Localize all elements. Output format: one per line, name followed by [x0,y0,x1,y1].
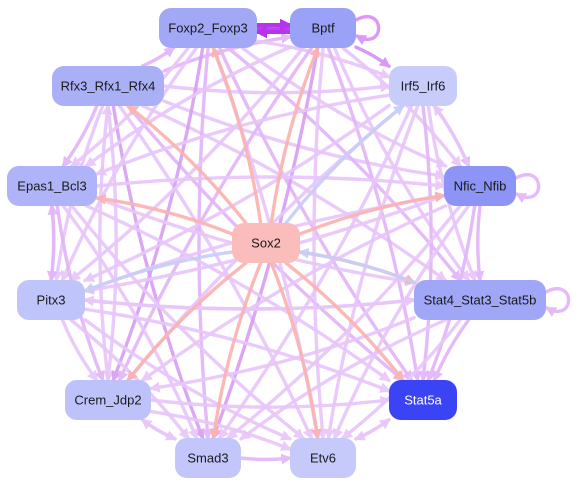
node-etv6[interactable]: Etv6 [290,438,356,478]
node-label-rfx3: Rfx3_Rfx1_Rfx4 [61,79,156,94]
edge-nfic-to-etv6 [332,204,471,441]
node-box-foxp2 [159,8,257,48]
edge-foxp2-to-pitx3 [60,46,199,283]
edge-foxp2-to-nfic [240,46,448,168]
node-label-nfic: Nfic_Nfib [454,179,507,194]
edge-stat5a-to-etv6 [354,418,391,441]
edge-irf5-to-pitx3 [83,103,391,283]
edge-rfx3-to-epas1 [61,104,99,168]
node-rfx3[interactable]: Rfx3_Rfx1_Rfx4 [52,66,164,106]
edge-sox2-to-stat5a [284,261,405,382]
edge-crem-to-rfx3 [98,103,113,382]
node-label-etv6: Etv6 [310,451,336,466]
edge-smad3-to-etv6 [239,453,293,465]
edge-sox2-to-irf5 [284,104,405,225]
node-sox2[interactable]: Sox2 [232,223,300,263]
edge-crem-to-etv6 [149,409,293,451]
edge-rfx3-to-etv6 [117,104,314,440]
edge-nfic-to-stat4 [473,204,485,283]
node-smad3[interactable]: Smad3 [175,438,241,478]
edge-pitx3-to-epas1 [47,203,59,282]
edge-sox2-to-foxp2 [211,45,263,225]
node-label-foxp2: Foxp2_Foxp3 [168,21,248,36]
edge-foxp2-to-smad3 [197,46,213,441]
edge-rfx3-to-foxp2 [140,46,176,68]
edge-stat4-to-sox2 [297,247,416,285]
edge-crem-to-stat5a [149,395,392,409]
node-box-irf5 [389,66,457,106]
node-box-sox2 [232,223,300,263]
edge-epas1-to-nfic [95,175,447,191]
node-label-stat4: Stat4_Stat3_Stat5b [424,293,537,308]
edge-sox2-to-rfx3 [126,104,248,225]
node-stat5a[interactable]: Stat5a [389,380,457,420]
node-box-nfic [444,166,516,206]
node-epas1[interactable]: Epas1_Bcl3 [7,166,97,206]
edge-sox2-to-crem [126,261,248,382]
edge-sox2-to-nfic [298,191,447,236]
edge-layer [46,15,571,465]
node-label-bptf: Bptf [311,21,335,36]
edge-nfic-to-crem [141,204,447,382]
node-label-irf5: Irf5_Irf6 [401,79,446,94]
edge-sox2-to-smad3 [209,261,263,441]
node-box-pitx3 [17,280,85,320]
edge-stat4-to-smad3 [239,318,448,441]
edge-pitx3-to-stat5a [83,307,392,393]
edge-stat4-to-stat5a [432,318,471,383]
node-crem[interactable]: Crem_Jdp2 [65,380,151,420]
edge-bptf-to-irf5 [354,45,391,68]
node-label-pitx3: Pitx3 [37,293,66,308]
edge-irf5-to-etv6 [324,104,420,441]
edge-rfx3-to-bptf [162,32,293,73]
node-label-crem: Crem_Jdp2 [74,393,141,408]
edge-pitx3-to-etv6 [83,318,292,441]
edge-sox2-to-bptf [269,45,320,225]
node-box-smad3 [175,438,241,478]
edge-sox2-to-etv6 [269,261,322,441]
edge-rfx3-to-irf5 [162,81,392,95]
edge-bptf-to-bptf [354,15,381,45]
node-bptf[interactable]: Bptf [290,8,356,48]
node-box-stat5a [389,380,457,420]
node-pitx3[interactable]: Pitx3 [17,280,85,320]
node-label-stat5a: Stat5a [404,393,442,408]
edge-bptf-to-foxp2 [254,23,292,35]
node-stat4[interactable]: Stat4_Stat3_Stat5b [414,280,546,320]
edge-nfic-to-irf5 [432,104,471,168]
node-irf5[interactable]: Irf5_Irf6 [389,66,457,106]
node-label-smad3: Smad3 [187,451,228,466]
edge-bptf-to-crem [117,46,314,382]
edge-sox2-to-epas1 [94,193,234,236]
edge-stat4-to-pitx3 [82,295,416,311]
node-label-epas1: Epas1_Bcl3 [17,179,86,194]
edge-pitx3-to-crem [60,318,99,382]
edge-epas1-to-stat5a [84,204,391,383]
edge-bptf-to-epas1 [84,45,292,168]
edge-bptf-to-pitx3 [69,46,305,282]
edge-smad3-to-crem [140,418,177,441]
edge-nfic-to-smad3 [226,204,462,440]
node-box-etv6 [290,438,356,478]
node-nfic[interactable]: Nfic_Nfib [444,166,516,206]
edge-nfic-to-nfic [514,173,541,203]
edge-sox2-to-pitx3 [82,250,234,293]
node-box-rfx3 [52,66,164,106]
node-box-crem [65,380,151,420]
edge-rfx3-to-stat4 [141,104,447,282]
edge-foxp2-to-irf5 [255,39,392,79]
node-box-stat4 [414,280,546,320]
node-label-sox2: Sox2 [251,236,281,251]
edge-irf5-to-smad3 [217,104,414,440]
node-foxp2[interactable]: Foxp2_Foxp3 [159,8,257,48]
edge-stat4-to-crem [148,316,416,393]
edge-stat4-to-stat4 [544,287,571,317]
node-box-epas1 [7,166,97,206]
node-box-bptf [290,8,356,48]
edge-rfx3-to-nfic [162,99,447,181]
